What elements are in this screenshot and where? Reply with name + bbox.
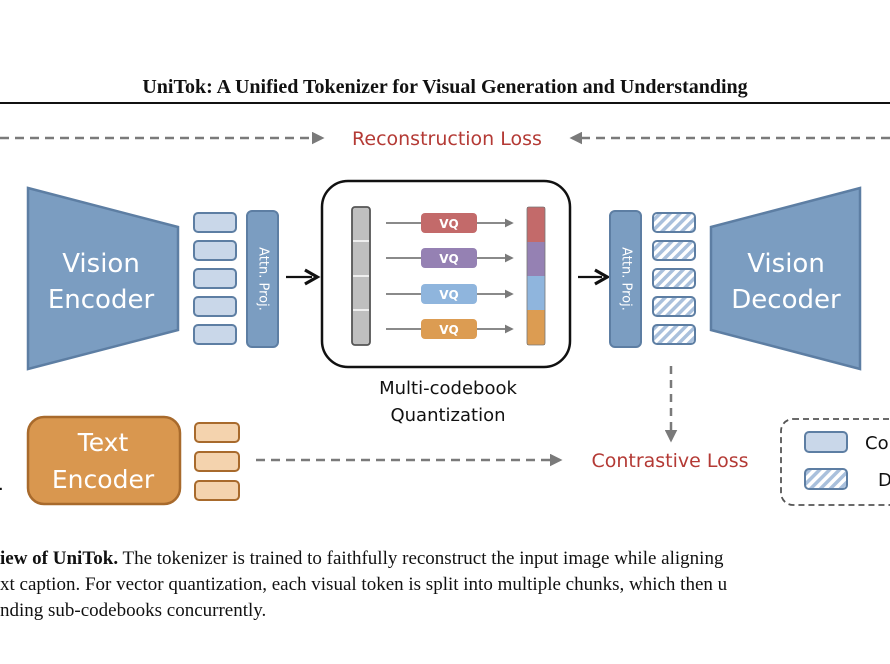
decoder-token — [652, 324, 696, 345]
vq-row-3: VQ — [386, 284, 514, 304]
encoder-token — [193, 212, 237, 233]
vision-encoder-label-line1: Vision — [62, 249, 140, 279]
paper-title: UniTok: A Unified Tokenizer for Visual G… — [142, 76, 748, 98]
vq-label-2: VQ — [439, 252, 459, 266]
encoder-token — [193, 296, 237, 317]
encoder-attn-proj-block — [246, 210, 279, 348]
caption-line-2: xt caption. For vector quantization, eac… — [0, 574, 728, 595]
vq-label-3: VQ — [439, 288, 459, 302]
vq-row-2: VQ — [386, 248, 514, 268]
vision-decoder-label-line1: Vision — [747, 249, 825, 279]
left-edge-mark: . — [0, 474, 4, 495]
mcq-label-line1: Multi-codebook — [379, 378, 517, 399]
legend-label-1: Co — [865, 433, 889, 454]
decoder-token — [652, 212, 696, 233]
vision-decoder-block — [709, 186, 862, 371]
vq-box-3 — [421, 284, 477, 304]
legend-swatch-solid — [804, 431, 848, 453]
vq-row-4: VQ — [386, 319, 514, 339]
text-encoder-label-line1: Text — [77, 428, 129, 457]
vision-encoder-label-line2: Encoder — [48, 285, 155, 315]
decoder-token — [652, 296, 696, 317]
encoder-token — [193, 324, 237, 345]
decoder-token-stack — [652, 212, 696, 345]
quantized-token-stack — [526, 206, 546, 346]
unitok-architecture-figure: Reconstruction Loss Vision Encoder Attn.… — [0, 128, 890, 506]
vq-box-4 — [421, 319, 477, 339]
vq-box-2 — [421, 248, 477, 268]
text-token — [194, 480, 240, 501]
title-rule — [0, 102, 890, 104]
encoder-token — [193, 268, 237, 289]
vision-encoder-block — [26, 186, 180, 371]
encoder-token — [193, 240, 237, 261]
text-encoder-label-line2: Encoder — [52, 465, 155, 494]
contrastive-loss-label: Contrastive Loss — [591, 450, 748, 472]
mcq-label-line2: Quantization — [390, 405, 505, 426]
input-token-dividers — [353, 240, 369, 311]
text-encoder-block — [26, 415, 182, 506]
text-token — [194, 422, 240, 443]
encoder-token-stack — [193, 212, 237, 345]
encoder-attn-proj-label: Attn. Proj. — [256, 247, 271, 311]
legend-label-2: D — [878, 470, 890, 491]
caption-line-3: nding sub-codebooks concurrently. — [0, 600, 267, 621]
text-token — [194, 451, 240, 472]
text-token-stack — [194, 422, 240, 501]
vq-label-1: VQ — [439, 217, 459, 231]
decoder-attn-proj-label: Attn. Proj. — [619, 247, 634, 311]
vision-decoder-label-line2: Decoder — [731, 285, 841, 315]
vq-label-4: VQ — [439, 323, 459, 337]
multi-codebook-quantization-box — [320, 179, 572, 369]
vq-row-1: VQ — [386, 213, 514, 233]
caption-line-1: iew of UniTok. The tokenizer is trained … — [0, 546, 890, 572]
figure-caption: iew of UniTok. The tokenizer is trained … — [0, 546, 890, 624]
caption-line-1-text: The tokenizer is trained to faithfully r… — [118, 548, 724, 569]
decoder-token — [652, 268, 696, 289]
reconstruction-loss-label: Reconstruction Loss — [352, 128, 542, 150]
decoder-attn-proj-block — [609, 210, 642, 348]
caption-bold-lead: iew of UniTok. — [0, 548, 119, 569]
legend-swatch-hatched — [804, 468, 848, 490]
vq-box-1 — [421, 213, 477, 233]
decoder-token — [652, 240, 696, 261]
